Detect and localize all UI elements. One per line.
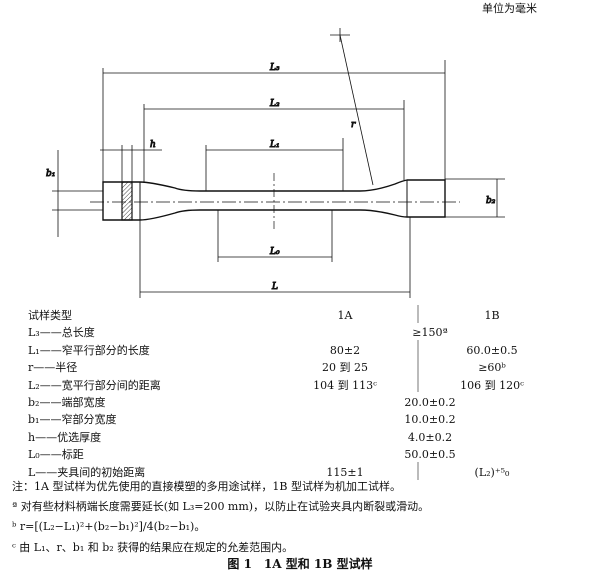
- table-cell-common: 50.0±0.5: [404, 448, 456, 461]
- table-cell-common: ≥150ª: [412, 326, 448, 339]
- table-cell-1a: 104 到 113ᶜ: [313, 379, 377, 392]
- specimen-drawing: L₃ L₂ L₁ L₀ L h r b₁ b₂: [46, 28, 505, 298]
- dimension-lines: [52, 28, 505, 298]
- table-cell-common: 4.0±0.2: [407, 431, 453, 444]
- table-cell-1b: (L₂)⁺⁵₀: [474, 466, 510, 479]
- table-cell-1b: 106 到 120ᶜ: [460, 379, 524, 392]
- figure-caption: 图 1 1A 型和 1B 型试样: [227, 557, 373, 571]
- table-cell-1a: 115±1: [326, 466, 364, 479]
- table-cell-1a: 20 到 25: [322, 361, 368, 374]
- table-row-label: r——半径: [28, 361, 78, 374]
- unit-note: 单位为毫米: [482, 2, 537, 15]
- table-row-label: L₃——总长度: [28, 326, 95, 339]
- footnote-a: ª 对有些材料柄端长度需要延长(如 L₃=200 mm)，以防止在试验夹具内断裂…: [12, 500, 430, 513]
- table-row-label: L——夹具间的初始距离: [28, 466, 146, 479]
- table-row-label: b₁——窄部分宽度: [28, 413, 117, 426]
- table-row-label: L₂——宽平行部分间的距离: [28, 379, 161, 392]
- table-cell-1b: 60.0±0.5: [466, 344, 518, 357]
- footnote-c: ᶜ 由 L₁、r、b₁ 和 b₂ 获得的结果应在规定的允差范围内。: [12, 541, 294, 554]
- note-main: 注：1A 型试样为优先使用的直接模塑的多用途试样，1B 型试样为机加工试样。: [12, 480, 402, 493]
- table-row-label: L₁——窄平行部分的长度: [28, 344, 150, 357]
- label-L2: L₂: [269, 99, 280, 109]
- table-row-label: b₂——端部宽度: [28, 396, 106, 409]
- table-cell-common: 10.0±0.2: [404, 413, 456, 426]
- label-b1: b₁: [46, 169, 55, 179]
- table-header-label: 试样类型: [28, 309, 72, 322]
- table-row-label: L₀——标距: [28, 448, 84, 461]
- table-cell-common: 20.0±0.2: [404, 396, 456, 409]
- table-row-label: h——优选厚度: [28, 431, 102, 444]
- label-L1: L₁: [269, 140, 280, 150]
- label-L: L: [271, 282, 278, 292]
- footnote-b: ᵇ r=[(L₂−L₁)²+(b₂−b₁)²]/4(b₂−b₁)。: [12, 520, 206, 533]
- table-header-1b: 1B: [484, 309, 500, 322]
- label-r: r: [351, 120, 356, 130]
- table-cell-1a: 80±2: [329, 344, 361, 357]
- label-h: h: [150, 140, 156, 150]
- label-L0: L₀: [269, 247, 280, 257]
- label-L3: L₃: [269, 63, 280, 73]
- table-header-1a: 1A: [337, 309, 353, 322]
- table-cell-1b: ≥60ᵇ: [478, 361, 506, 374]
- label-b2: b₂: [486, 196, 496, 206]
